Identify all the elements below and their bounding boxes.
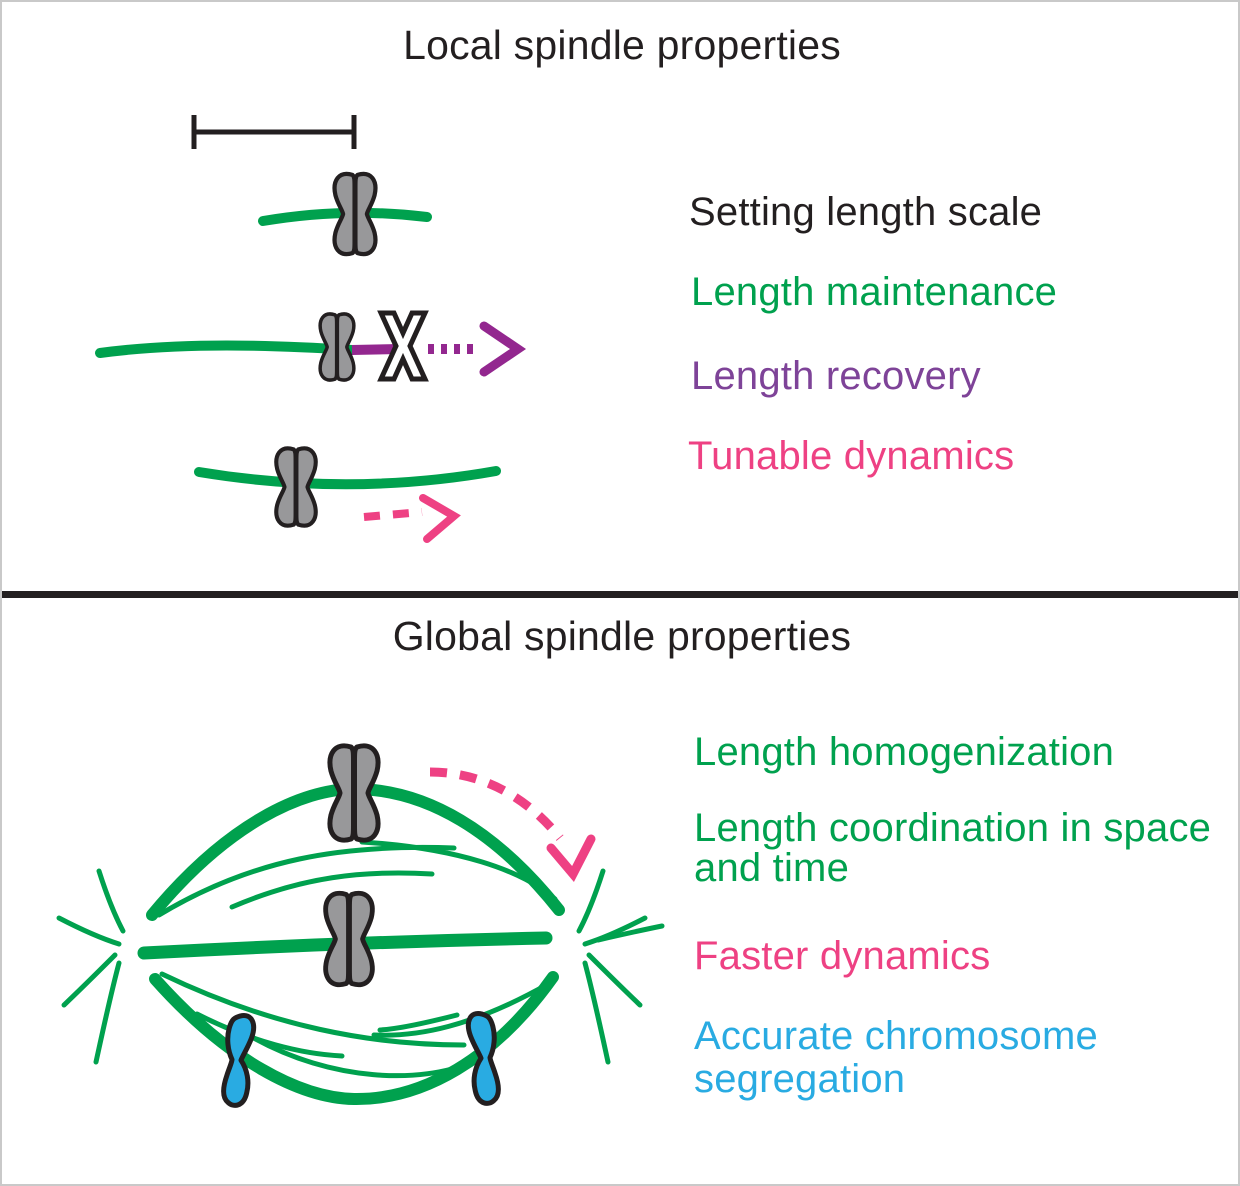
turnover-arrowhead-icon — [546, 834, 596, 883]
dynamics-arrowhead-icon — [419, 494, 461, 543]
regrowth-arrowhead-icon — [479, 321, 527, 377]
label-accurate-segregation: Accurate chromosome segregation — [694, 1014, 1098, 1101]
label-length-recovery: Length recovery — [691, 354, 981, 398]
label-tunable-dynamics: Tunable dynamics — [688, 434, 1015, 478]
astral-rays-right — [576, 868, 665, 1065]
mitotic-spindle — [56, 746, 665, 1106]
microtubule-chromosome-row1 — [258, 174, 432, 254]
label-setting-length-scale: Setting length scale — [689, 190, 1043, 234]
severing-x-icon — [377, 310, 429, 382]
local-section-title: Local spindle properties — [403, 22, 841, 68]
turnover-dashed-arrow — [429, 767, 564, 841]
label-length-coordination: Length coordination in space and time — [694, 806, 1212, 890]
length-recovery-row — [95, 310, 527, 382]
tunable-dynamics-row — [194, 448, 501, 543]
label-faster-dynamics: Faster dynamics — [694, 934, 991, 978]
label-length-maintenance: Length maintenance — [691, 270, 1058, 314]
section-divider — [2, 591, 1238, 598]
global-section-title: Global spindle properties — [392, 613, 852, 659]
label-length-homogenization: Length homogenization — [694, 730, 1115, 774]
dynamics-dashed-arrow — [363, 508, 423, 521]
astral-rays-left — [56, 868, 126, 1065]
scale-bar-icon — [191, 115, 357, 149]
spindle-fibers — [156, 839, 558, 1079]
